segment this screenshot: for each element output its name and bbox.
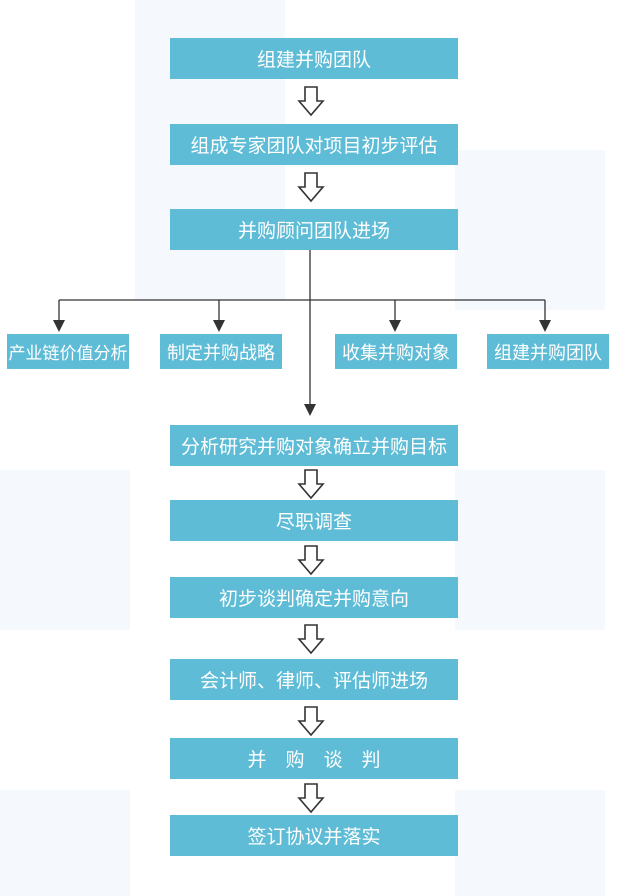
step-box-2: 组成专家团队对项目初步评估 (170, 124, 458, 165)
hollow-arrow-1 (297, 86, 325, 117)
background-tile (0, 790, 130, 896)
background-tile (455, 790, 605, 896)
hollow-arrow-6 (297, 706, 325, 737)
branch-arrowhead-1 (53, 320, 65, 332)
hollow-arrow-3 (297, 469, 325, 500)
step-box-6: 初步谈判确定并购意向 (170, 577, 458, 618)
step-box-4: 分析研究并购对象确立并购目标 (170, 425, 458, 466)
hollow-arrow-7 (297, 783, 325, 814)
branch-box-3: 收集并购对象 (335, 334, 457, 369)
branch-box-1: 产业链价值分析 (7, 334, 129, 369)
hollow-arrow-2 (297, 172, 325, 203)
step-box-3: 并购顾问团队进场 (170, 209, 458, 250)
background-tile (455, 150, 605, 310)
step-box-1: 组建并购团队 (170, 38, 458, 79)
background-tile (0, 470, 130, 630)
background-tile (455, 470, 605, 630)
hollow-arrow-5 (297, 624, 325, 655)
branch-arrowhead-2 (213, 320, 225, 332)
trunk-arrowhead (304, 404, 316, 416)
branch-arrowhead-4 (539, 320, 551, 332)
step-box-8: 并 购 谈 判 (170, 738, 458, 779)
branch-box-2: 制定并购战略 (160, 334, 282, 369)
branch-box-4: 组建并购团队 (487, 334, 609, 369)
branch-arrowhead-3 (389, 320, 401, 332)
hollow-arrow-4 (297, 545, 325, 576)
step-box-9: 签订协议并落实 (170, 815, 458, 856)
step-box-5: 尽职调查 (170, 500, 458, 541)
step-box-7: 会计师、律师、评估师进场 (170, 659, 458, 700)
